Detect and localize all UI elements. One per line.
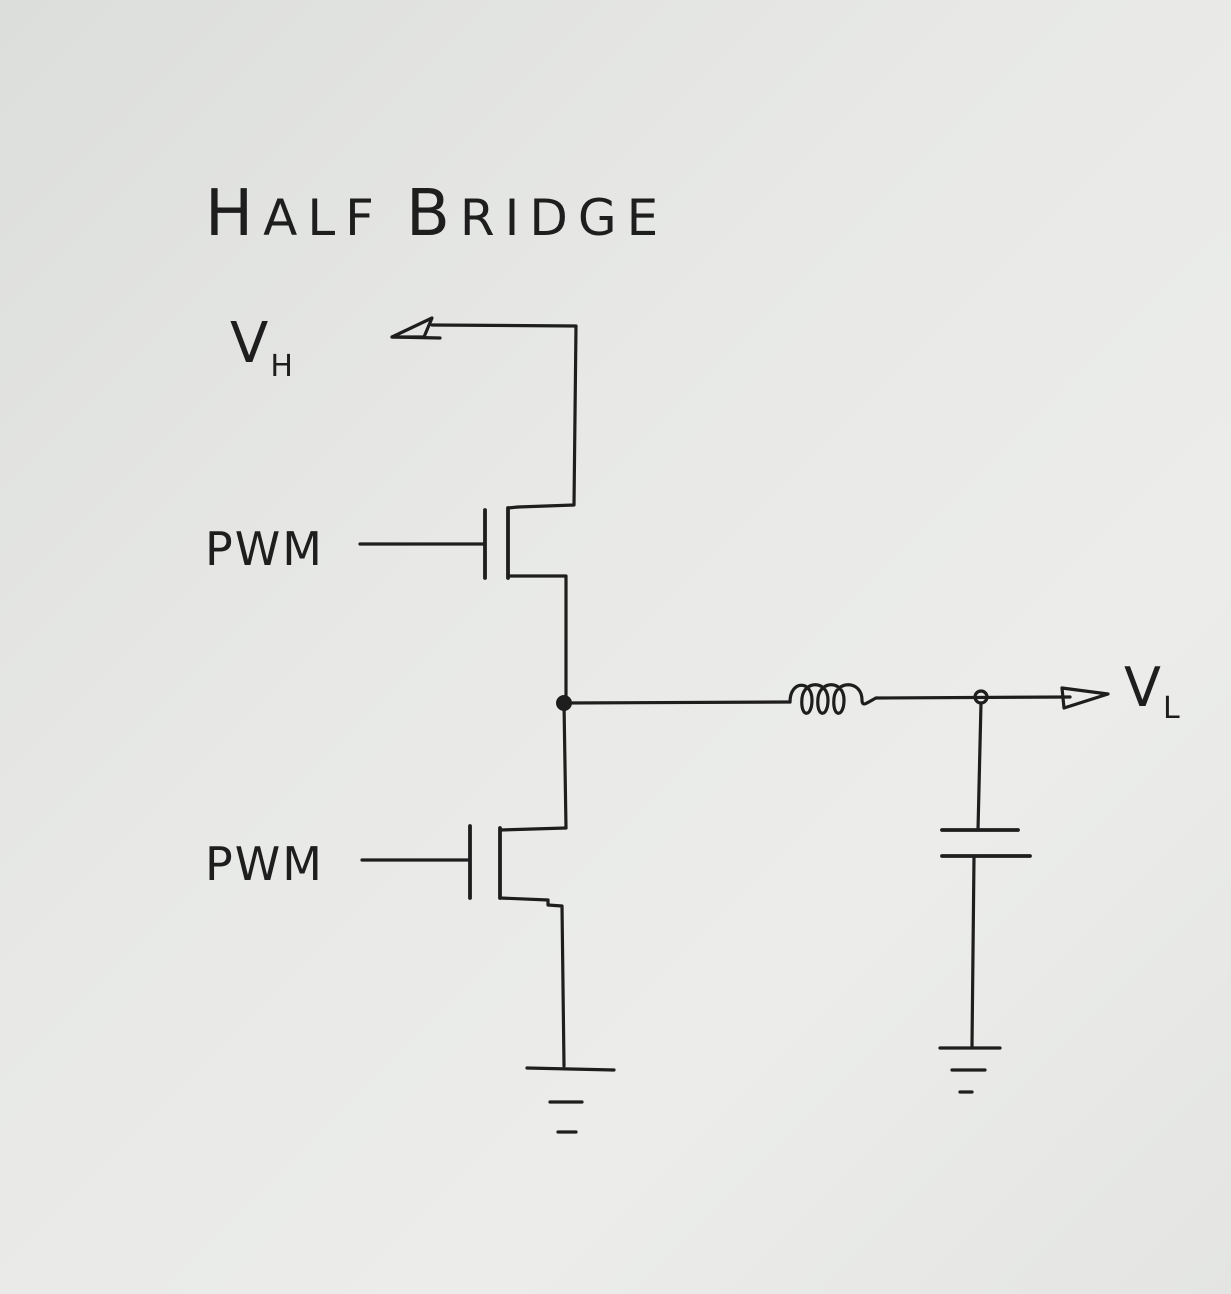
switch-node-wire	[562, 700, 792, 705]
pwm-label-bottom: PWM	[205, 837, 324, 891]
pwm-label-top: PWM	[205, 522, 324, 576]
ground-symbol-left	[525, 1066, 616, 1134]
capacitor-bottom-lead	[970, 856, 976, 1048]
capacitor	[940, 828, 1032, 858]
vh-rail-wire	[430, 323, 578, 509]
switch-node-to-low-side-wire	[562, 701, 568, 830]
vl-label: VL	[1124, 656, 1182, 726]
capacitor-top-lead	[976, 701, 983, 832]
output-wire	[874, 695, 1072, 700]
vl-output-arrow	[1060, 686, 1110, 710]
vh-label: VH	[230, 311, 295, 384]
ground-symbol-right	[938, 1046, 1002, 1094]
inductor	[788, 683, 878, 715]
low-side-mosfet	[360, 824, 568, 1068]
high-side-mosfet	[358, 505, 568, 702]
vh-supply-arrow	[390, 316, 442, 340]
